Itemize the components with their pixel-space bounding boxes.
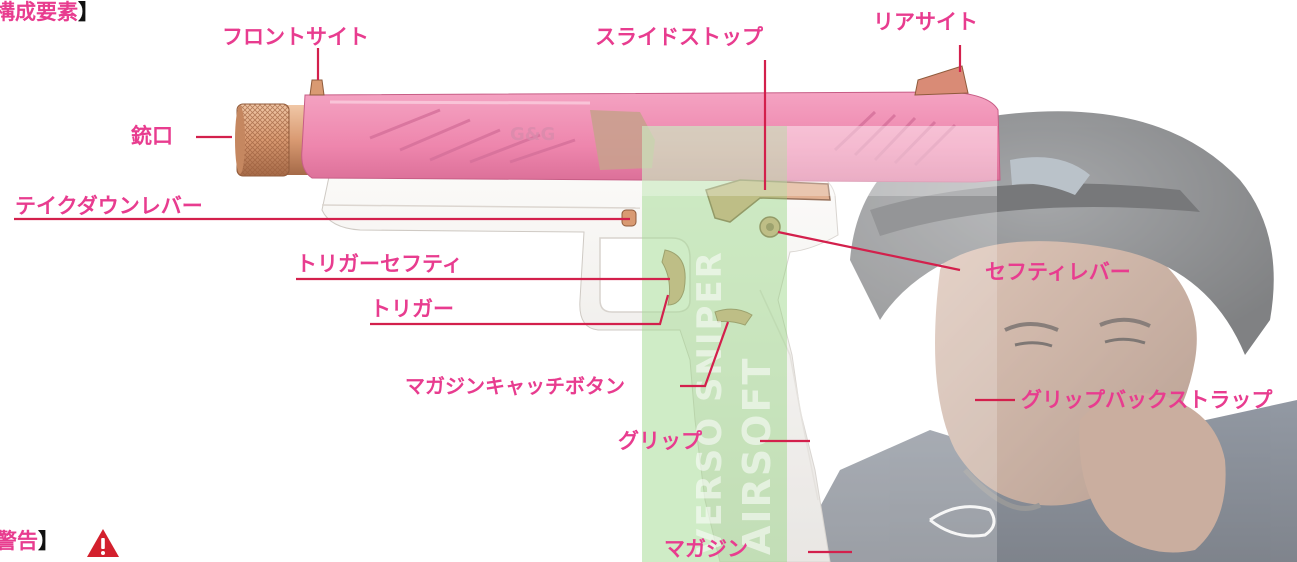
leader-trigger bbox=[370, 294, 670, 326]
rear-sight-part bbox=[914, 65, 969, 96]
components-heading: 構成要素】 bbox=[0, 2, 99, 23]
label-slide-stop: スライドストップ bbox=[595, 25, 763, 49]
label-trigger-safety: トリガーセフティ bbox=[296, 252, 463, 276]
leader-safety-lever bbox=[777, 230, 961, 272]
label-rear-sight: リアサイト bbox=[873, 10, 978, 34]
label-safety-lever: セフティレバー bbox=[985, 260, 1131, 284]
warning-heading-text: 警告 bbox=[0, 529, 38, 553]
warning-triangle-icon bbox=[87, 529, 119, 557]
label-takedown-lever: テイクダウンレバー bbox=[15, 194, 203, 218]
svg-text:G&G: G&G bbox=[510, 124, 555, 145]
label-magazine: マガジン bbox=[664, 537, 748, 561]
components-heading-text: 構成要素 bbox=[0, 0, 78, 24]
components-heading-bracket: 】 bbox=[78, 0, 99, 24]
label-trigger: トリガー bbox=[370, 297, 454, 321]
label-front-sight: フロントサイト bbox=[222, 25, 369, 49]
warning-heading: 警告】 bbox=[0, 531, 59, 552]
leader-magazine-catch bbox=[680, 321, 730, 388]
warning-heading-bracket: 】 bbox=[38, 529, 59, 553]
label-grip: グリップ bbox=[618, 429, 702, 453]
label-muzzle: 銃口 bbox=[131, 124, 173, 148]
label-magazine-catch: マガジンキャッチボタン bbox=[405, 374, 625, 398]
label-grip-backstrap: グリップバックストラップ bbox=[1021, 388, 1273, 412]
